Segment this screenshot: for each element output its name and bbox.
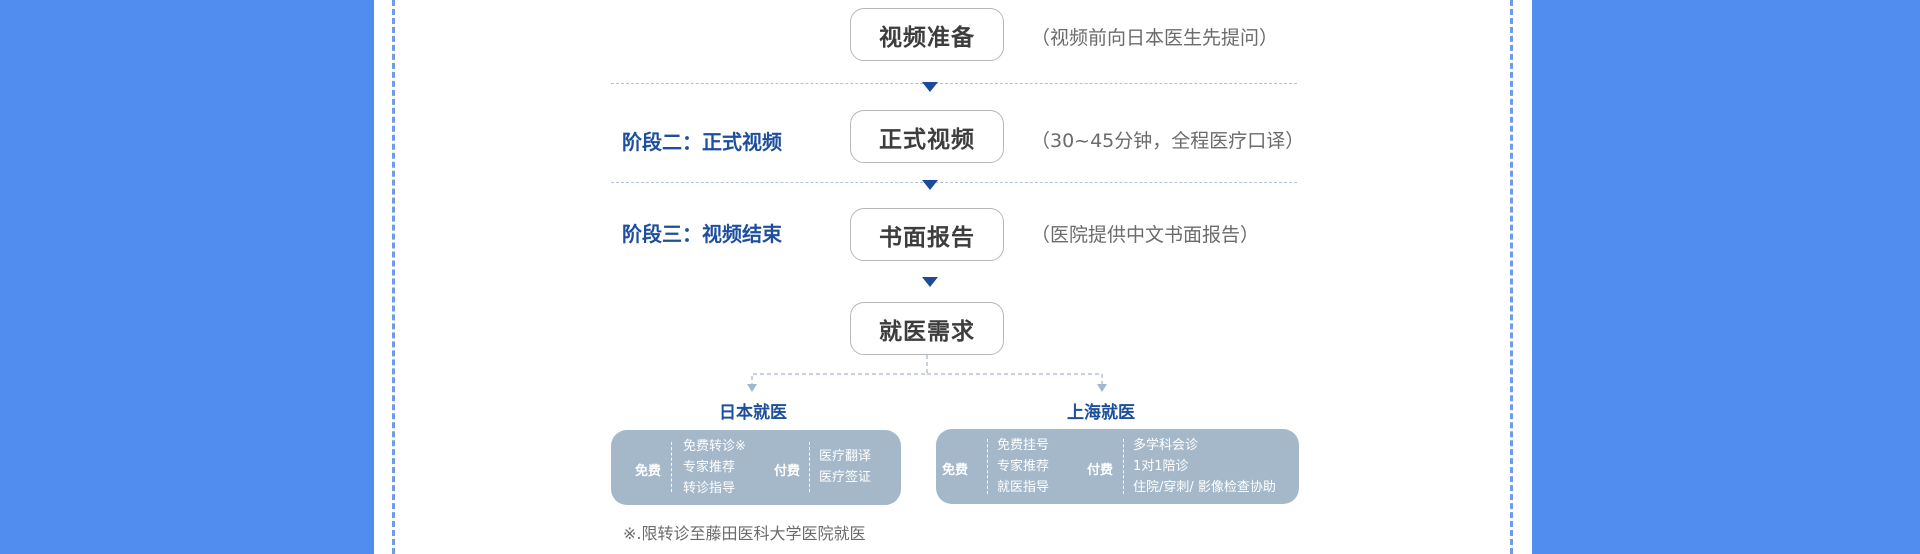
branch-title-shanghai: 上海就医 <box>1067 403 1135 423</box>
japan-paid-item: 医疗翻译 <box>819 449 872 464</box>
japan-free-item: 转诊指导 <box>683 481 736 496</box>
shanghai-free-item: 就医指导 <box>997 480 1050 495</box>
step-box-video-prep: 视频准备 <box>850 8 1004 61</box>
japan-free-items: 免费转诊※ 专家推荐 转诊指导 <box>683 436 746 499</box>
shanghai-paid-item: 住院/穿刺/ 影像检查协助 <box>1133 480 1276 495</box>
japan-paid-label: 付费 <box>774 464 801 479</box>
japan-free-separator <box>671 442 672 492</box>
connector-right <box>927 373 1103 386</box>
shanghai-free-label: 免费 <box>942 463 969 478</box>
step-label-written-report: 书面报告 <box>879 224 975 251</box>
step-label-video-prep: 视频准备 <box>879 24 975 51</box>
shanghai-paid-items: 多学科会诊 1对1陪诊 住院/穿刺/ 影像检查协助 <box>1133 435 1276 498</box>
down-arrow-2 <box>922 180 938 190</box>
step-label-formal-video: 正式视频 <box>879 126 975 153</box>
stage3-label: 阶段三：视频结束 <box>622 222 782 246</box>
stage-divider-1 <box>611 83 1297 84</box>
step-label-medical-need: 就医需求 <box>879 318 975 345</box>
stage2-label: 阶段二：正式视频 <box>622 130 782 154</box>
connector-left <box>751 355 928 386</box>
step-box-written-report: 书面报告 <box>850 208 1004 261</box>
shanghai-free-item: 免费挂号 <box>997 438 1050 453</box>
stage-divider-2 <box>611 182 1297 183</box>
step-box-formal-video: 正式视频 <box>850 110 1004 163</box>
step-note-formal-video: （30~45分钟，全程医疗口译） <box>1031 130 1305 152</box>
service-box-japan: 免费 免费转诊※ 专家推荐 转诊指导 付费 医疗翻译 医疗签证 <box>611 430 901 505</box>
down-arrow-3 <box>922 277 938 287</box>
shanghai-free-separator <box>987 439 988 494</box>
japan-free-item: 专家推荐 <box>683 460 736 475</box>
connector-arrow-right <box>1097 384 1107 392</box>
shanghai-free-item: 专家推荐 <box>997 459 1050 474</box>
branch-title-japan: 日本就医 <box>719 403 787 423</box>
footnote: ※.限转诊至藤田医科大学医院就医 <box>623 524 866 543</box>
shanghai-paid-separator <box>1123 439 1124 494</box>
step-note-written-report: （医院提供中文书面报告） <box>1031 224 1260 246</box>
down-arrow-1 <box>922 82 938 92</box>
shanghai-paid-item: 1对1陪诊 <box>1133 459 1189 474</box>
shanghai-paid-label: 付费 <box>1087 463 1114 478</box>
japan-paid-item: 医疗签证 <box>819 470 872 485</box>
step-note-video-prep: （视频前向日本医生先提问） <box>1031 27 1279 49</box>
left-dashed-border <box>392 0 395 554</box>
step-box-medical-need: 就医需求 <box>850 302 1004 355</box>
japan-free-item: 免费转诊※ <box>683 439 746 454</box>
japan-paid-separator <box>809 442 810 492</box>
right-dashed-border <box>1510 0 1513 554</box>
shanghai-free-items: 免费挂号 专家推荐 就医指导 <box>997 435 1049 498</box>
service-box-shanghai: 免费 免费挂号 专家推荐 就医指导 付费 多学科会诊 1对1陪诊 住院/穿刺/ … <box>936 429 1299 504</box>
connector-arrow-left <box>747 384 757 392</box>
japan-paid-items: 医疗翻译 医疗签证 <box>819 446 871 488</box>
japan-free-label: 免费 <box>635 464 662 479</box>
shanghai-paid-item: 多学科会诊 <box>1133 438 1199 453</box>
